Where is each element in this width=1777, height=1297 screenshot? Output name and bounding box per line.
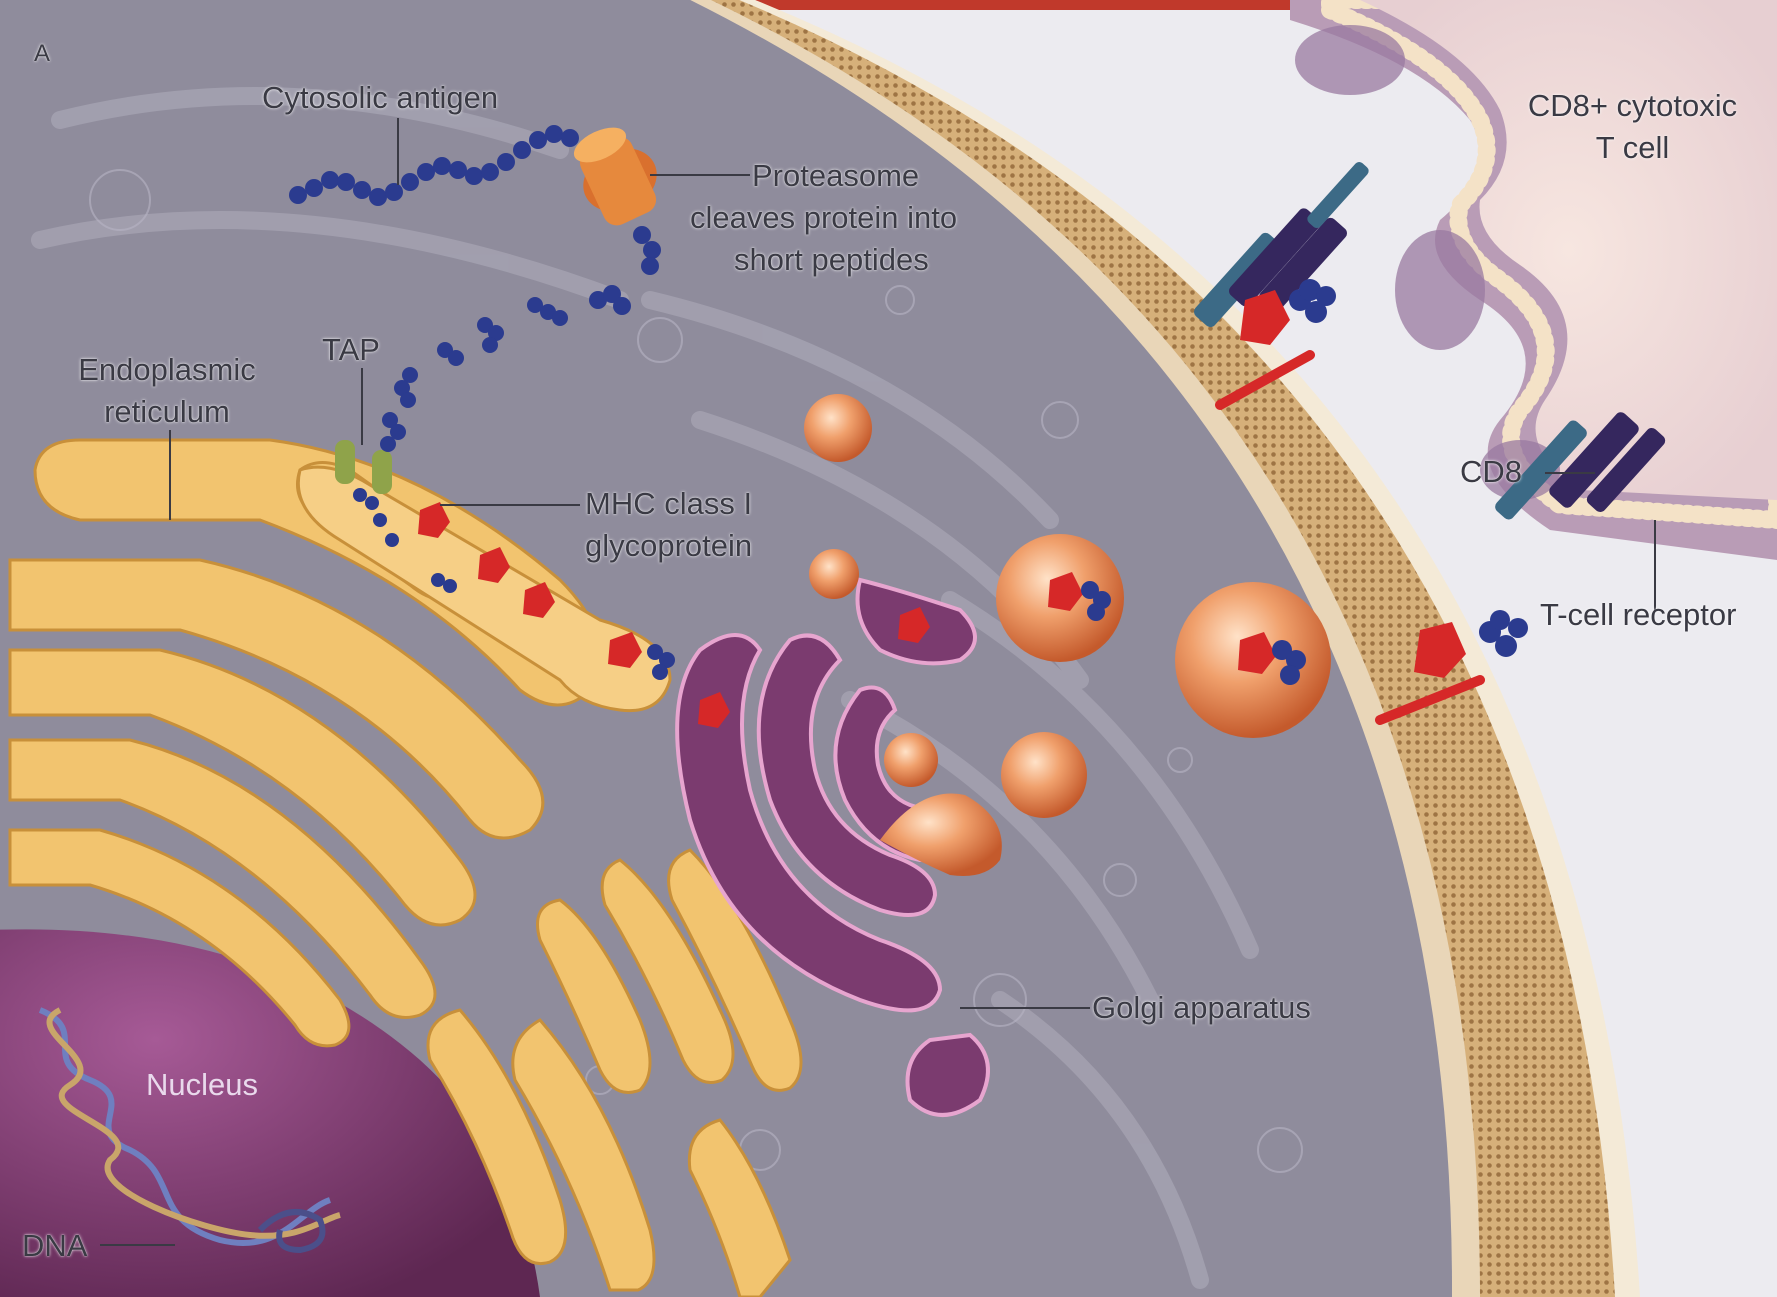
panel-letter: A: [34, 34, 50, 74]
label-tap: TAP: [322, 330, 380, 370]
label-nucleus: Nucleus: [146, 1065, 258, 1105]
label-dna: DNA: [22, 1226, 87, 1266]
label-proteasome-line-3: short peptides: [734, 240, 929, 280]
label-er-line-2: reticulum: [62, 392, 272, 432]
label-mhc-line-2: glycoprotein: [585, 526, 752, 566]
label-t-cell-line-1: CD8+ cytotoxic: [1500, 86, 1765, 126]
label-cytosolic-antigen: Cytosolic antigen: [262, 78, 498, 118]
label-proteasome-line-1: Proteasome: [752, 156, 919, 196]
label-t-cell-line-2: T cell: [1500, 128, 1765, 168]
label-golgi-apparatus: Golgi apparatus: [1092, 988, 1311, 1028]
label-er-line-1: Endoplasmic: [62, 350, 272, 390]
label-cd8: CD8: [1460, 452, 1522, 492]
label-proteasome-line-2: cleaves protein into: [690, 198, 957, 238]
label-mhc-line-1: MHC class I: [585, 484, 752, 524]
label-t-cell-receptor: T-cell receptor: [1540, 595, 1736, 635]
